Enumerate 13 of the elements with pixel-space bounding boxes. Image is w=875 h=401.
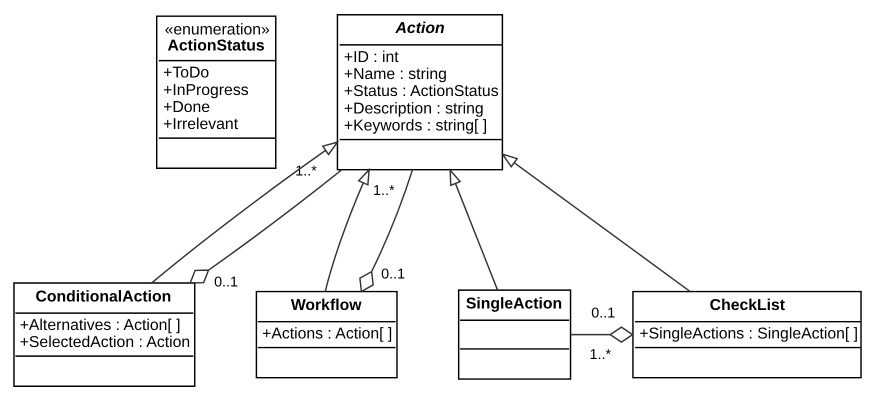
- label: 1..*: [373, 182, 395, 199]
- label: 0..1: [591, 306, 616, 322]
- label: 0..1: [214, 274, 238, 291]
- label: 1..*: [295, 164, 317, 180]
- connector: [359, 169, 414, 293]
- arrow: [500, 152, 690, 292]
- arrow: [449, 168, 498, 290]
- arrow: [151, 140, 340, 284]
- connector: [189, 169, 342, 284]
- connector: [570, 326, 634, 343]
- label: 1..*: [590, 346, 612, 363]
- arrow: [324, 168, 370, 292]
- label: 0..1: [381, 266, 406, 282]
